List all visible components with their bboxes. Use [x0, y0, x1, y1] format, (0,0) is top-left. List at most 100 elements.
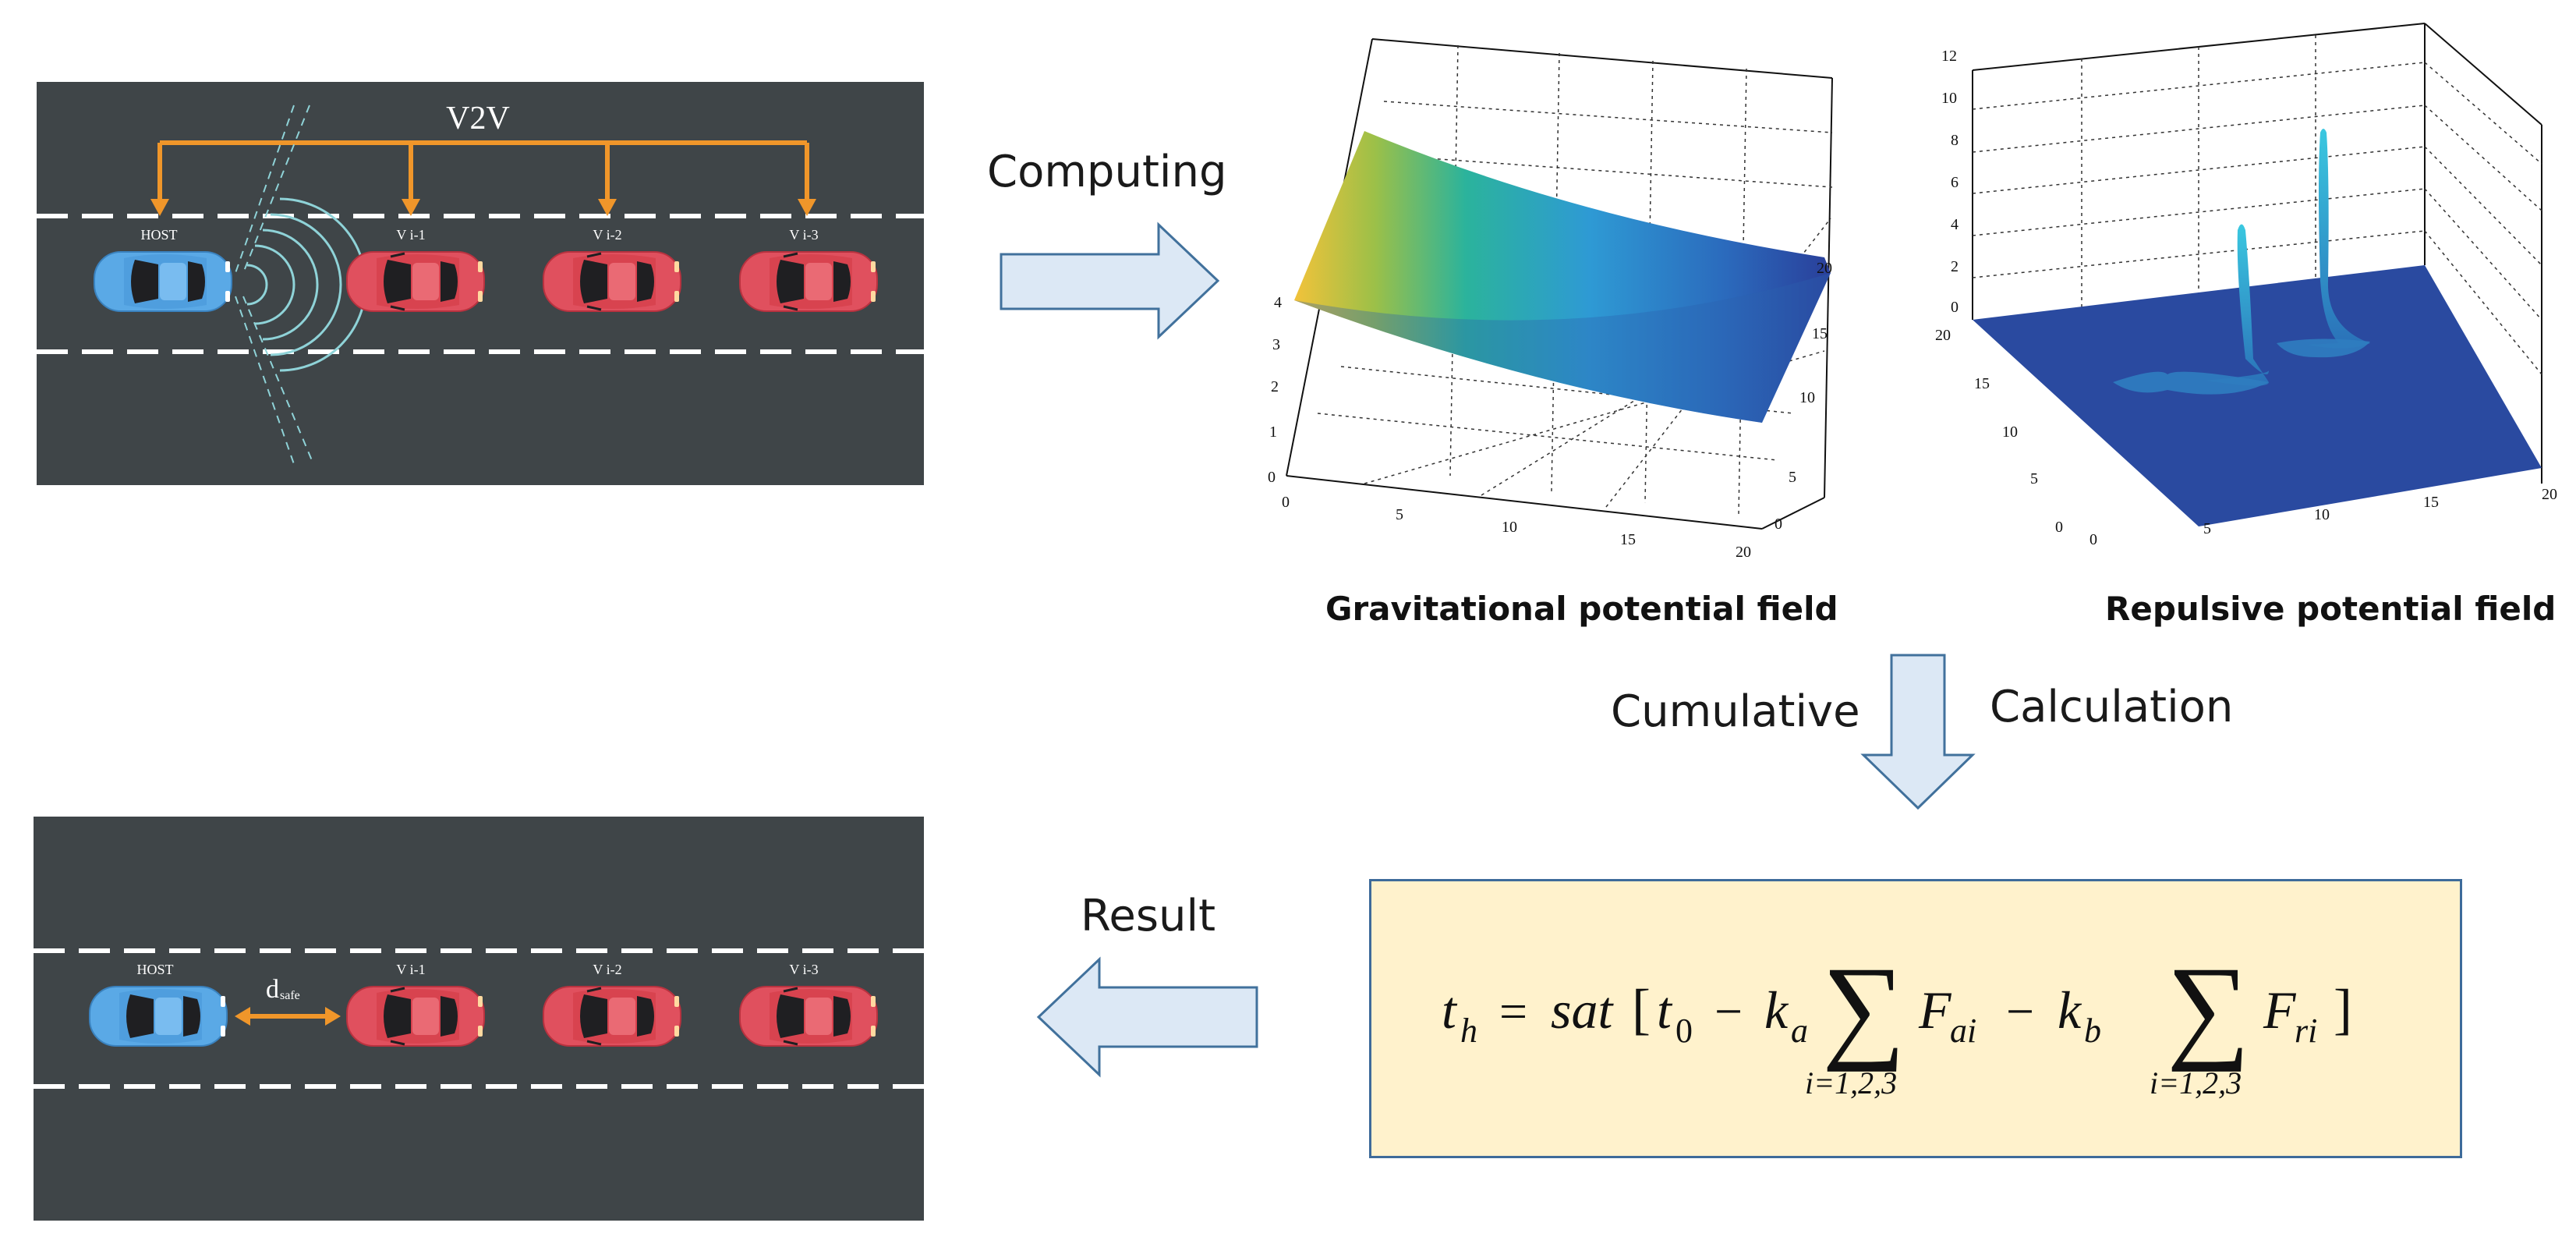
- cumulative-label: Cumulative: [1611, 686, 1860, 737]
- svg-text:20: 20: [1935, 327, 1951, 344]
- formula-eq: =: [1499, 984, 1527, 1039]
- gravitational-plot: 0 1 2 3 4 0 5 10 15 20 0 5 10 15 20: [1268, 38, 1833, 561]
- svg-text:4: 4: [1274, 294, 1282, 311]
- vehicle-car-2: [542, 985, 682, 1047]
- svg-text:0: 0: [1951, 299, 1959, 316]
- vehicle-car-1: [345, 250, 486, 313]
- vehicle-car-1: [345, 985, 486, 1047]
- calculation-label: Calculation: [1990, 682, 2234, 732]
- svg-text:2: 2: [1951, 258, 1959, 275]
- rep-y-ticks: 0 5 10 15 20: [1935, 327, 2063, 536]
- grav-box: [1286, 38, 1833, 530]
- formula-ai: ai: [1950, 1012, 1976, 1050]
- grav-x-ticks: 0 5 10 15 20: [1282, 494, 1751, 561]
- vehicle-label-2: V i-2: [593, 227, 621, 243]
- result-label: Result: [1081, 891, 1216, 941]
- formula-zero: 0: [1675, 1012, 1693, 1050]
- svg-text:5: 5: [1789, 469, 1796, 486]
- repulsive-caption: Repulsive potential field: [2105, 590, 2557, 628]
- bottom-road-drawing: d safe HOST V i-1 V i-2 V i-3: [34, 948, 924, 1089]
- svg-text:5: 5: [2030, 470, 2038, 487]
- formula-rbracket: ]: [2334, 978, 2352, 1040]
- vehicle-label-2: V i-2: [593, 962, 621, 977]
- svg-text:4: 4: [1951, 216, 1959, 233]
- formula-F-a: F: [1918, 980, 1952, 1040]
- formula-k-b: k: [2058, 980, 2082, 1040]
- repulsive-peak-2: [2308, 129, 2370, 349]
- svg-text:8: 8: [1951, 132, 1959, 149]
- rep-z-ticks: 0 2 4 6 8 10 12: [1941, 48, 1959, 316]
- grav-y-ticks: 0 5 10 15 20: [1775, 260, 1832, 533]
- host-label: HOST: [140, 227, 177, 243]
- vehicle-car-3: [738, 250, 879, 313]
- formula-a: a: [1791, 1012, 1808, 1050]
- svg-text:0: 0: [1775, 516, 1782, 533]
- bottom-road-scene: d safe HOST V i-1 V i-2 V i-3: [34, 817, 924, 1221]
- gravitational-caption: Gravitational potential field: [1325, 590, 1838, 628]
- vehicle-car-2: [542, 250, 682, 313]
- svg-text:0: 0: [2089, 531, 2097, 548]
- svg-text:1: 1: [1269, 424, 1277, 441]
- repulsive-peak-1: [2206, 224, 2269, 386]
- v2v-arrowheads: [150, 199, 816, 216]
- top-road-drawing: V2V HOST V i-1 V i-2 V i-3: [37, 101, 924, 465]
- rep-surface: [1973, 265, 2542, 526]
- computing-label: Computing: [987, 147, 1227, 197]
- host-car: [94, 251, 232, 312]
- dsafe-subscript: safe: [280, 989, 300, 1002]
- result-arrow: [1036, 956, 1258, 1078]
- v2v-connector: [157, 140, 809, 205]
- svg-text:6: 6: [1951, 174, 1959, 191]
- formula-sum-index-2: i=1,2,3: [2150, 1065, 2242, 1100]
- svg-text:15: 15: [1974, 375, 1990, 392]
- host-car: [89, 986, 228, 1047]
- vehicle-label-1: V i-1: [396, 227, 425, 243]
- dsafe-label: d: [266, 975, 279, 1004]
- sensor-waves: [235, 105, 367, 465]
- svg-text:10: 10: [1941, 90, 1957, 107]
- svg-text:5: 5: [2203, 520, 2211, 537]
- svg-text:2: 2: [1271, 378, 1279, 395]
- formula-minus-1: −: [1714, 984, 1743, 1039]
- svg-text:0: 0: [1268, 469, 1276, 486]
- svg-text:0: 0: [2055, 519, 2063, 536]
- repulsive-plot: 0 2 4 6 8 10 12 0 5 10 15 20 0 5 10 15 2…: [1935, 23, 2557, 548]
- svg-text:0: 0: [1282, 494, 1290, 511]
- svg-text:15: 15: [1812, 325, 1828, 342]
- formula-t0: t: [1657, 980, 1673, 1040]
- svg-text:20: 20: [2542, 486, 2557, 503]
- formula-lbracket: [: [1632, 978, 1651, 1040]
- formula-minus-2: −: [2006, 984, 2034, 1039]
- svg-text:10: 10: [2002, 424, 2018, 441]
- vehicle-label-3: V i-3: [789, 227, 818, 243]
- vehicle-label-1: V i-1: [396, 962, 425, 977]
- formula-k-a: k: [1764, 980, 1789, 1040]
- svg-text:10: 10: [1799, 389, 1815, 406]
- top-road-scene: V2V HOST V i-1 V i-2 V i-3: [37, 82, 924, 485]
- computing-arrow: [1000, 222, 1220, 340]
- grav-z-ticks: 0 1 2 3 4: [1268, 294, 1282, 486]
- formula-t: t: [1442, 980, 1458, 1040]
- formula: t h = sat [ t 0 − k a ∑ i=1,2,3 F ai − k…: [1442, 943, 2352, 1100]
- formula-sum-1: ∑: [1822, 943, 1905, 1072]
- formula-sum-index-1: i=1,2,3: [1805, 1065, 1897, 1100]
- svg-text:10: 10: [2314, 506, 2330, 523]
- formula-sat: sat: [1551, 980, 1614, 1040]
- svg-text:5: 5: [1396, 506, 1403, 523]
- formula-b: b: [2084, 1012, 2101, 1050]
- vehicle-car-3: [738, 985, 879, 1047]
- grav-surface: [1294, 131, 1831, 423]
- svg-text:12: 12: [1941, 48, 1957, 65]
- rep-grid: [1972, 35, 2542, 375]
- svg-text:20: 20: [1736, 544, 1751, 561]
- host-label: HOST: [136, 962, 173, 977]
- formula-box: t h = sat [ t 0 − k a ∑ i=1,2,3 F ai − k…: [1369, 879, 2462, 1158]
- formula-F-r: F: [2263, 980, 2297, 1040]
- dsafe-arrow: [235, 1007, 341, 1026]
- rep-x-ticks: 0 5 10 15 20: [2089, 486, 2557, 548]
- svg-text:15: 15: [1620, 531, 1636, 548]
- formula-h: h: [1460, 1012, 1477, 1050]
- formula-sum-2: ∑: [2167, 943, 2250, 1072]
- formula-ri: ri: [2295, 1012, 2317, 1050]
- vehicle-label-3: V i-3: [789, 962, 818, 977]
